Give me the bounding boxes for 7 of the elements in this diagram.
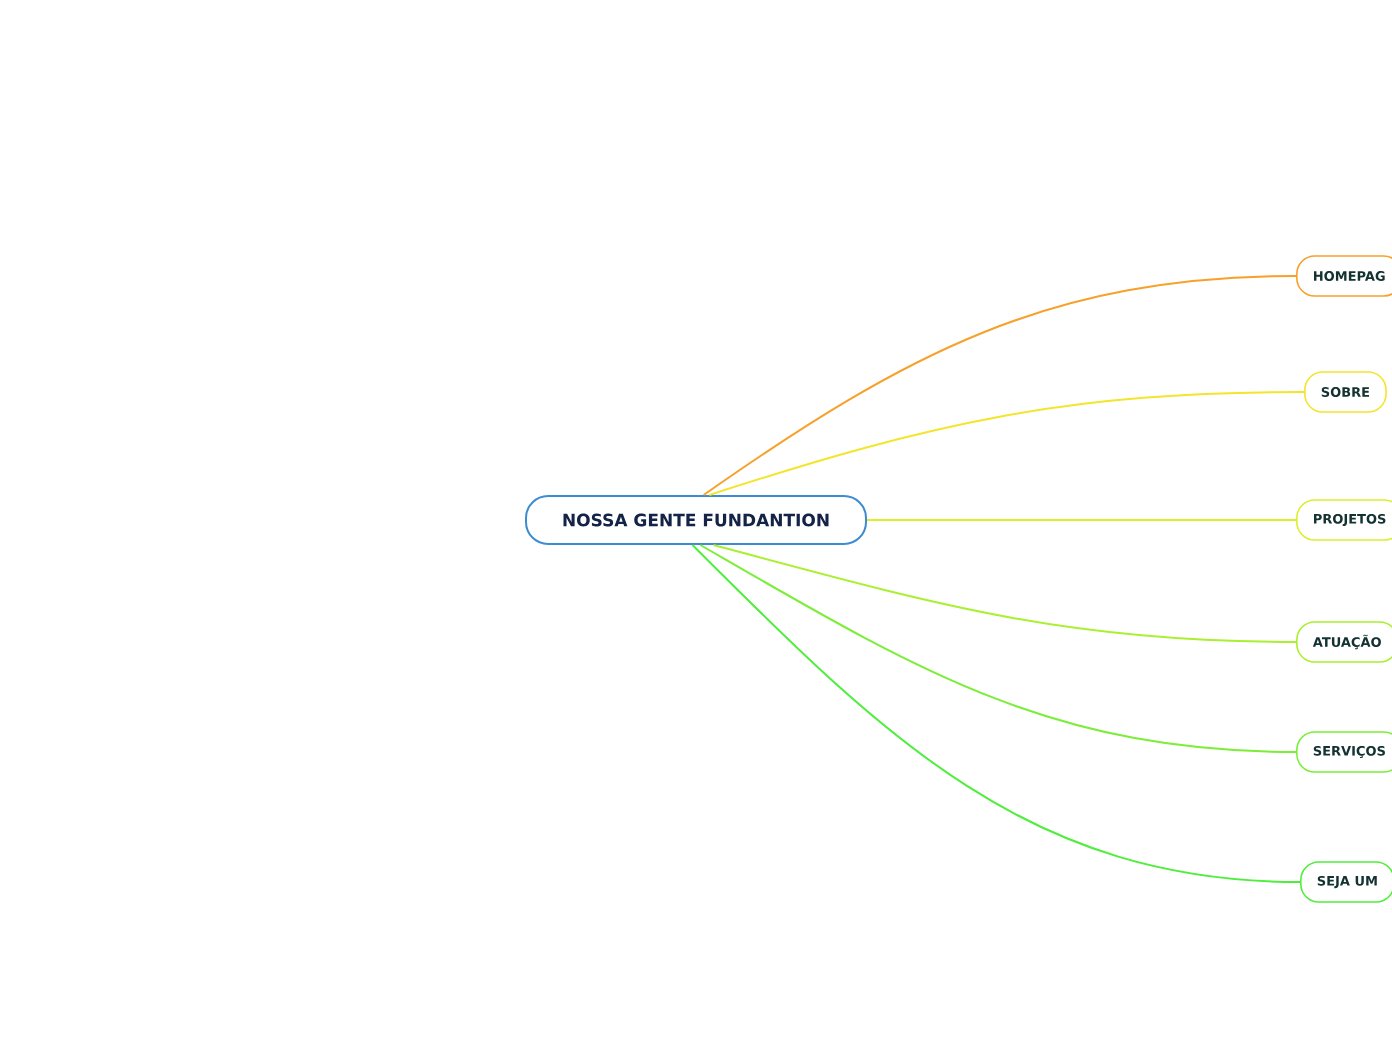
- branch-line: [702, 275, 1297, 496]
- central-topic-box: NOSSA GENTE FUNDANTION: [525, 495, 867, 545]
- branch-line: [699, 544, 1297, 753]
- branch-line: [708, 391, 1305, 496]
- branch-line: [712, 544, 1297, 643]
- branch-line: [691, 544, 1301, 883]
- branch-line: [866, 519, 1297, 521]
